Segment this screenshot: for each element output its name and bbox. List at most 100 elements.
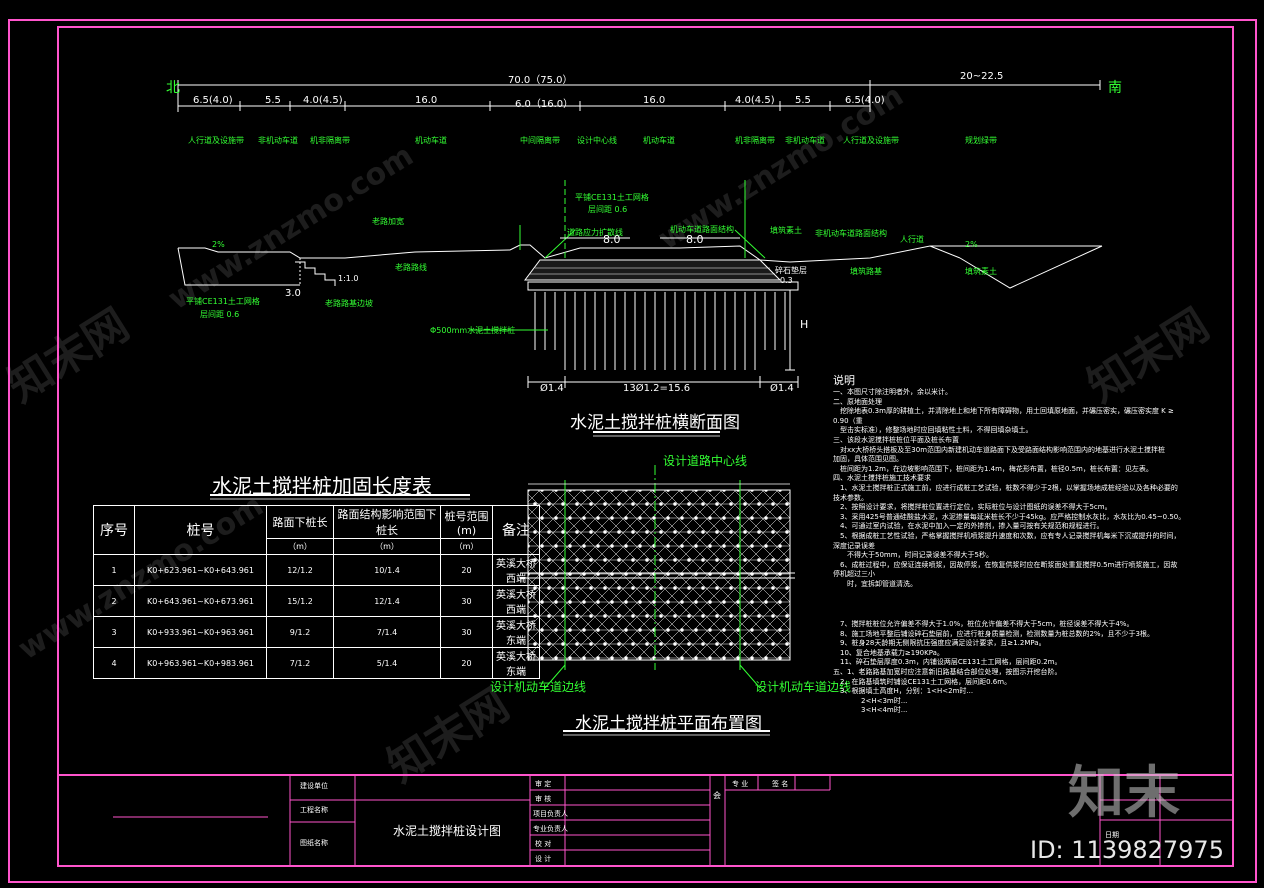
pile-point <box>589 558 593 562</box>
table-cell: 4 <box>93 647 135 679</box>
pile-point <box>638 656 642 660</box>
pile-point <box>575 530 579 534</box>
pile-point <box>722 516 726 520</box>
pile-point <box>715 558 719 562</box>
pile-point <box>631 586 635 590</box>
pile-point <box>750 628 754 632</box>
zone-label: 设计中心线 <box>577 136 617 145</box>
table-cell: K0+643.961~K0+673.961 <box>134 585 267 617</box>
pile-point <box>610 516 614 520</box>
pile-point <box>638 600 642 604</box>
pile-point <box>701 642 705 646</box>
pile-point <box>645 502 649 506</box>
pile-point <box>701 614 705 618</box>
zone-label: 非机动车道 <box>785 136 825 145</box>
note-line: 一、本图尺寸除注明者外，余以米计。 <box>833 388 952 396</box>
table-header-cell: 序号 <box>93 505 135 555</box>
pile-point <box>624 490 628 492</box>
zone-label: 机动车道 <box>415 136 447 145</box>
tb-label: 建设单位 <box>300 782 328 790</box>
label-geogrid: 平铺CE131土工网格 <box>575 193 649 202</box>
section-title: 水泥土搅拌桩横断面图 <box>570 413 740 433</box>
pile-point <box>785 642 789 646</box>
pile-point <box>736 656 740 660</box>
pile-point <box>750 490 754 492</box>
pile-point <box>603 586 607 590</box>
pile-point <box>610 600 614 604</box>
pile-point <box>582 544 586 548</box>
table-cell: 12/1.2 <box>266 554 334 586</box>
dim-segment: 16.0 <box>643 95 666 106</box>
pile-point <box>528 490 530 492</box>
label-bed: 碎石垫层 <box>775 266 807 275</box>
table-cell: 7/1.2 <box>266 647 334 679</box>
tb-date: 日期 <box>1105 831 1119 839</box>
pile-point <box>722 490 726 492</box>
pile-point <box>575 502 579 506</box>
pile-point <box>575 642 579 646</box>
pile-point <box>729 614 733 618</box>
pile-point <box>624 628 628 632</box>
dim-segment: 6.5(4.0) <box>193 95 233 106</box>
pile-point <box>561 530 565 534</box>
label-slope: 2% <box>212 240 225 249</box>
pile-point <box>561 642 565 646</box>
pile-point <box>624 656 628 660</box>
pile-point <box>659 586 663 590</box>
pile-group-section <box>534 292 786 370</box>
note-line: 4、可通过室内试验，在水泥中加入一定的外掺剂，掺入量可按有关规范和规程进行。 <box>833 522 1104 531</box>
pile-point <box>736 544 740 548</box>
table-cell: 2 <box>93 585 135 617</box>
pile-point <box>659 642 663 646</box>
pile-point <box>680 516 684 520</box>
pile-point <box>540 516 544 520</box>
table-unit: （m） <box>440 538 493 555</box>
tb-label: 图纸名称 <box>300 839 328 847</box>
pile-point <box>757 614 761 618</box>
table-cell: K0+623.961~K0+643.961 <box>134 554 267 586</box>
pile-point <box>638 544 642 548</box>
note-line: 3、采用425号普通硅酸盐水泥，水泥掺量每延米桩长不少于45kg。应严格控制水灰… <box>833 512 1186 521</box>
dim-segment: 5.5 <box>265 95 281 106</box>
table-cell: 英溪大桥西端 <box>492 554 540 586</box>
pile-point <box>764 656 768 660</box>
pile-point <box>750 656 754 660</box>
pile-point <box>757 558 761 562</box>
pile-point <box>701 586 705 590</box>
pile-point <box>631 614 635 618</box>
dim-segment: 6.0（16.0） <box>515 99 574 110</box>
pile-point <box>568 516 572 520</box>
sheet-title: 水泥土搅拌桩设计图 <box>393 824 502 838</box>
table-cell: 12/1.4 <box>333 585 441 617</box>
label-stress: 道路应力扩散线 <box>567 228 623 237</box>
inner-frame <box>57 26 1234 867</box>
table-cell: 20 <box>440 647 493 679</box>
pile-point <box>778 656 782 660</box>
pile-point <box>547 558 551 562</box>
note-line: 停机超过三小 <box>833 570 875 579</box>
pile-point <box>785 530 789 534</box>
pile-point <box>617 530 621 534</box>
table-cell: 30 <box>440 585 493 617</box>
pile-point <box>694 600 698 604</box>
pile-point <box>764 600 768 604</box>
label-gap: 层间距 0.6 <box>588 205 628 214</box>
pile-point <box>771 614 775 618</box>
pile-point <box>575 558 579 562</box>
pile-point <box>722 656 726 660</box>
pile-point <box>666 628 670 632</box>
pile-point <box>778 628 782 632</box>
tb-role: 审 定 <box>535 780 552 788</box>
note-line: 3、根据填土高度H，分别：1<H<2m时... <box>833 687 974 696</box>
pile-point <box>729 586 733 590</box>
pile-point <box>645 530 649 534</box>
pile-point <box>582 600 586 604</box>
pile-point <box>568 490 572 492</box>
pile-point <box>743 530 747 534</box>
note-line: 8、施工场地平整后铺设碎石垫层前，应进行桩身质量检测，检测数量为桩总数的2%，且… <box>833 629 1155 638</box>
pile-point <box>785 586 789 590</box>
note-line: 10、复合地基承载力≥190KPa。 <box>833 648 944 657</box>
dimension-line-top <box>177 80 1101 112</box>
